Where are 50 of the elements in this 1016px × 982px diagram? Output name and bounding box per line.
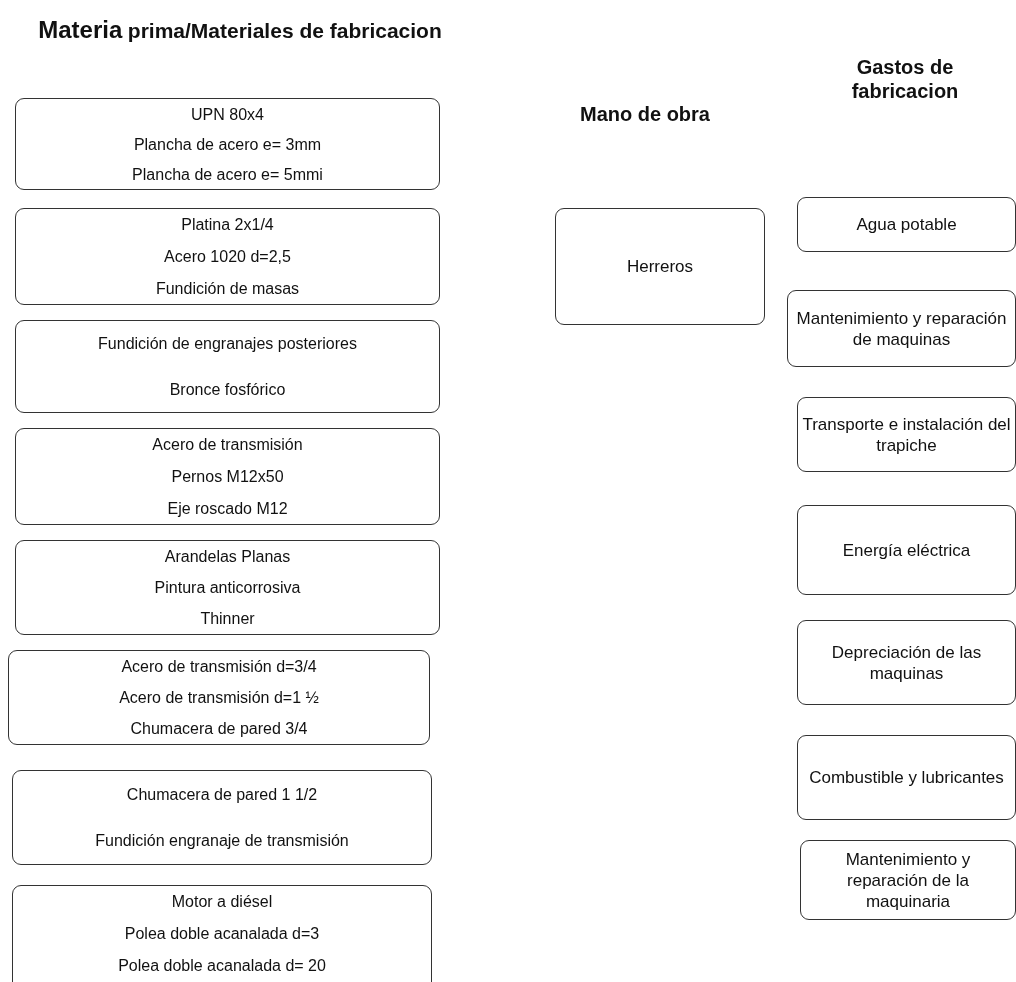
item-box <box>15 540 440 635</box>
item-text: Thinner <box>200 609 255 628</box>
item-box <box>787 290 1016 367</box>
item-text: Bronce fosfórico <box>169 379 286 399</box>
item-text: Plancha de acero e= 5mmi <box>132 164 323 184</box>
item-text: Motor a diésel <box>171 892 273 912</box>
item-text: UPN 80x4 <box>191 104 264 124</box>
item-box <box>555 208 765 325</box>
item-text: Fundición de masas <box>155 278 300 298</box>
item-text: Acero de transmisión d=1 ½ <box>119 688 319 707</box>
item-text: Arandelas Planas <box>164 547 291 566</box>
item-box <box>12 770 432 865</box>
item-box <box>797 735 1016 820</box>
item-text: Fundición de engranajes posteriores <box>98 334 357 354</box>
item-text: Mantenimiento y reparación de maquinas <box>795 307 1008 350</box>
item-text: Plancha de acero e= 3mm <box>133 134 322 154</box>
item-text: Eje roscado M12 <box>167 498 288 518</box>
item-text: Depreciación de las maquinas <box>830 641 983 684</box>
item-text: Herreros <box>626 256 694 277</box>
item-box <box>800 840 1016 920</box>
item-text: Chumacera de pared 1 1/2 <box>126 784 318 804</box>
item-text: Platina 2x1/4 <box>181 215 274 235</box>
item-text: Acero de transmisión d=3/4 <box>121 657 317 676</box>
column-heading: Gastos de fabricacion <box>850 55 960 103</box>
item-text: Energía eléctrica <box>842 539 971 561</box>
item-text: Transporte e instalación del trapiche <box>802 413 1011 456</box>
column-heading: Mano de obra <box>579 102 711 126</box>
item-box <box>15 428 440 525</box>
item-box <box>15 98 440 190</box>
item-box <box>797 197 1016 252</box>
item-text: Fundición engranaje de transmisión <box>95 831 349 851</box>
item-text: Combustible y lubricantes <box>809 767 1004 788</box>
item-box <box>797 620 1016 705</box>
item-text: Agua potable <box>856 214 957 235</box>
item-text: Pintura anticorrosiva <box>154 578 301 597</box>
item-box <box>15 320 440 413</box>
column-heading: prima/Materiales de fabricacion <box>127 19 442 42</box>
item-box <box>8 650 430 745</box>
item-box <box>12 885 432 982</box>
item-text: Polea doble acanalada d=3 <box>124 924 320 943</box>
item-box <box>797 505 1016 595</box>
item-text: Polea doble acanalada d= 20 <box>118 955 326 975</box>
item-text: Acero de transmisión <box>152 435 303 455</box>
item-box <box>15 208 440 305</box>
item-text: Acero 1020 d=2,5 <box>164 247 291 266</box>
item-text: Chumacera de pared 3/4 <box>130 719 308 738</box>
item-text: Mantenimiento y reparación de la maquinaria <box>844 848 972 912</box>
item-box <box>797 397 1016 472</box>
column-heading: Materia <box>38 16 123 43</box>
item-text: Pernos M12x50 <box>171 467 284 486</box>
